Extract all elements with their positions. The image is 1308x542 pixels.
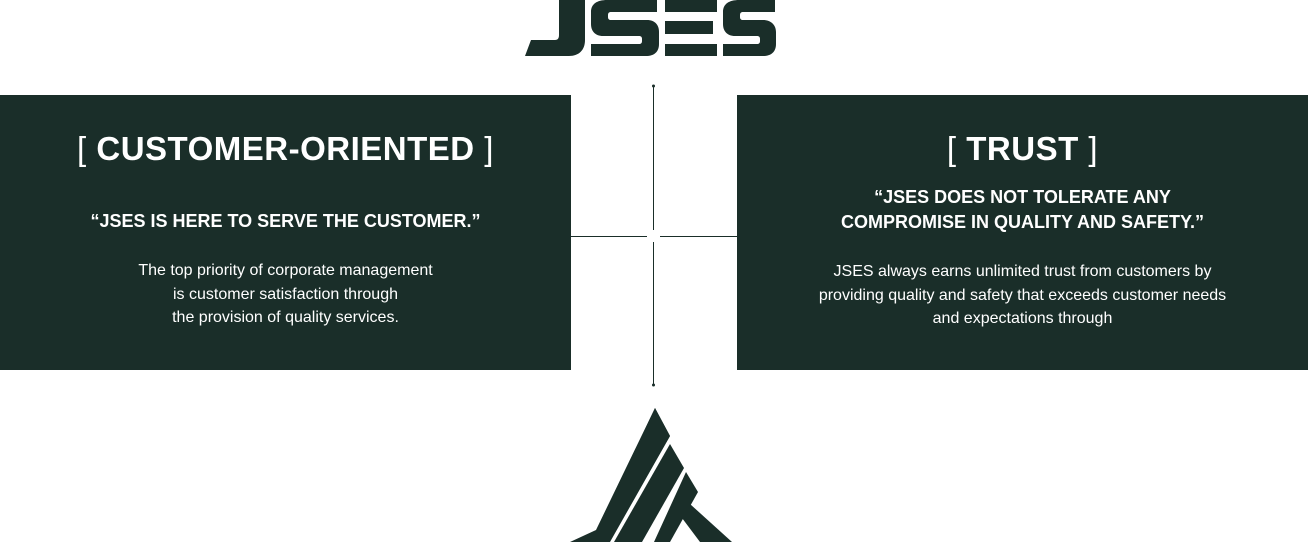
value-card-quote: “JSES IS HERE TO SERVE THE CUSTOMER.” xyxy=(90,211,481,231)
value-card-trust: [ TRUST ] “JSES DOES NOT TOLERATE ANY CO… xyxy=(737,95,1308,370)
bracket-open: [ xyxy=(77,130,87,167)
value-title-text: TRUST xyxy=(966,130,1079,167)
bracket-close: ] xyxy=(1088,130,1099,167)
jses-wordmark-logo xyxy=(525,0,776,56)
value-card-description: The top priority of corporate management… xyxy=(138,262,433,326)
bracket-close: ] xyxy=(484,130,494,167)
value-card-title: [ CUSTOMER-ORIENTED ] xyxy=(0,129,571,169)
jses-triangle-emblem-icon xyxy=(570,408,732,542)
value-card-quote: “JSES DOES NOT TOLERATE ANY COMPROMISE I… xyxy=(840,187,1205,232)
value-card-title: [ TRUST ] xyxy=(737,129,1308,169)
crosshair-connector-icon xyxy=(571,84,737,387)
bracket-open: [ xyxy=(946,130,957,167)
value-card-customer-oriented: [ CUSTOMER-ORIENTED ] “JSES IS HERE TO S… xyxy=(0,95,571,370)
value-title-text: CUSTOMER-ORIENTED xyxy=(96,130,475,167)
value-card-description: JSES always earns unlimited trust from c… xyxy=(818,263,1227,327)
